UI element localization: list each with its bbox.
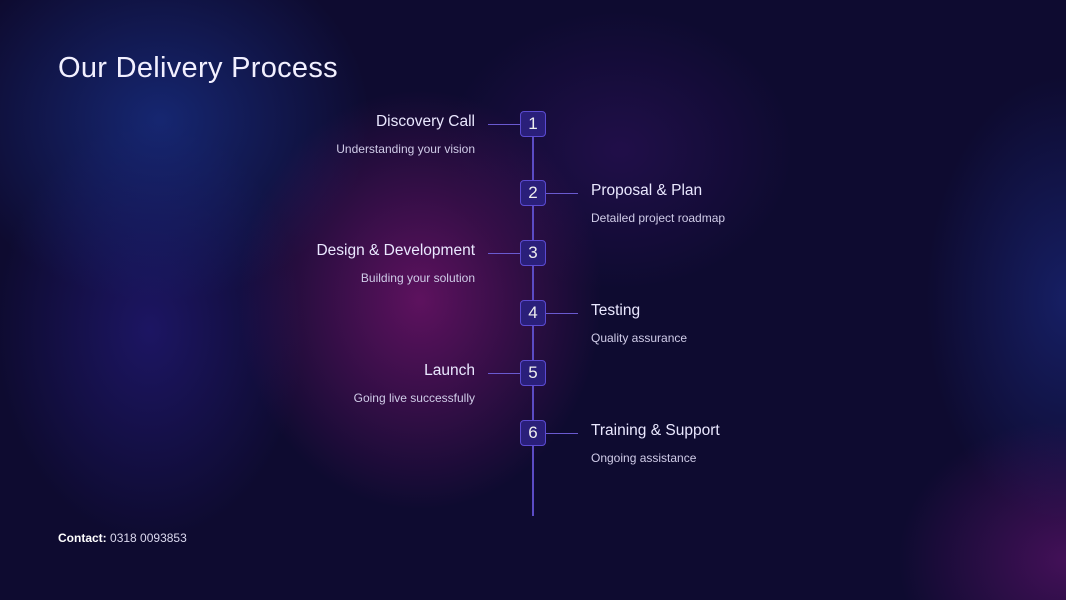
- step-title: Discovery Call: [375, 113, 475, 130]
- step-number-badge: 3: [520, 240, 546, 266]
- timeline-step-6: 6 Training & Support Ongoing assistance: [0, 420, 1066, 493]
- timeline-step-2: 2 Proposal & Plan Detailed project roadm…: [0, 180, 1066, 253]
- timeline-step-1: 1 Discovery Call Understanding your visi…: [0, 111, 1066, 184]
- step-title: Training & Support: [591, 422, 720, 439]
- connector: [488, 373, 520, 374]
- connector: [546, 433, 578, 434]
- step-subtitle: Quality assurance: [591, 331, 688, 345]
- step-title: Proposal & Plan: [591, 182, 703, 199]
- connector: [488, 124, 520, 125]
- step-subtitle: Going live successfully: [353, 391, 475, 405]
- step-number-badge: 4: [520, 300, 546, 326]
- connector: [546, 193, 578, 194]
- step-number-badge: 5: [520, 360, 546, 386]
- step-title: Design & Development: [316, 242, 475, 259]
- step-number-badge: 2: [520, 180, 546, 206]
- step-subtitle: Ongoing assistance: [591, 451, 697, 465]
- timeline-step-5: 5 Launch Going live successfully: [0, 360, 1066, 433]
- step-subtitle: Understanding your vision: [336, 142, 475, 156]
- step-subtitle: Detailed project roadmap: [591, 211, 726, 225]
- contact-info: Contact: 0318 0093853: [58, 531, 187, 545]
- step-number-badge: 1: [520, 111, 546, 137]
- step-title: Testing: [591, 302, 641, 319]
- timeline-step-4: 4 Testing Quality assurance: [0, 300, 1066, 373]
- page-title: Our Delivery Process: [58, 52, 338, 84]
- connector: [546, 313, 578, 314]
- step-subtitle: Building your solution: [360, 271, 475, 285]
- step-number-badge: 6: [520, 420, 546, 446]
- connector: [488, 253, 520, 254]
- contact-phone: 0318 0093853: [110, 531, 187, 545]
- contact-label: Contact:: [58, 531, 107, 545]
- timeline-step-3: 3 Design & Development Building your sol…: [0, 240, 1066, 313]
- step-title: Launch: [424, 362, 475, 379]
